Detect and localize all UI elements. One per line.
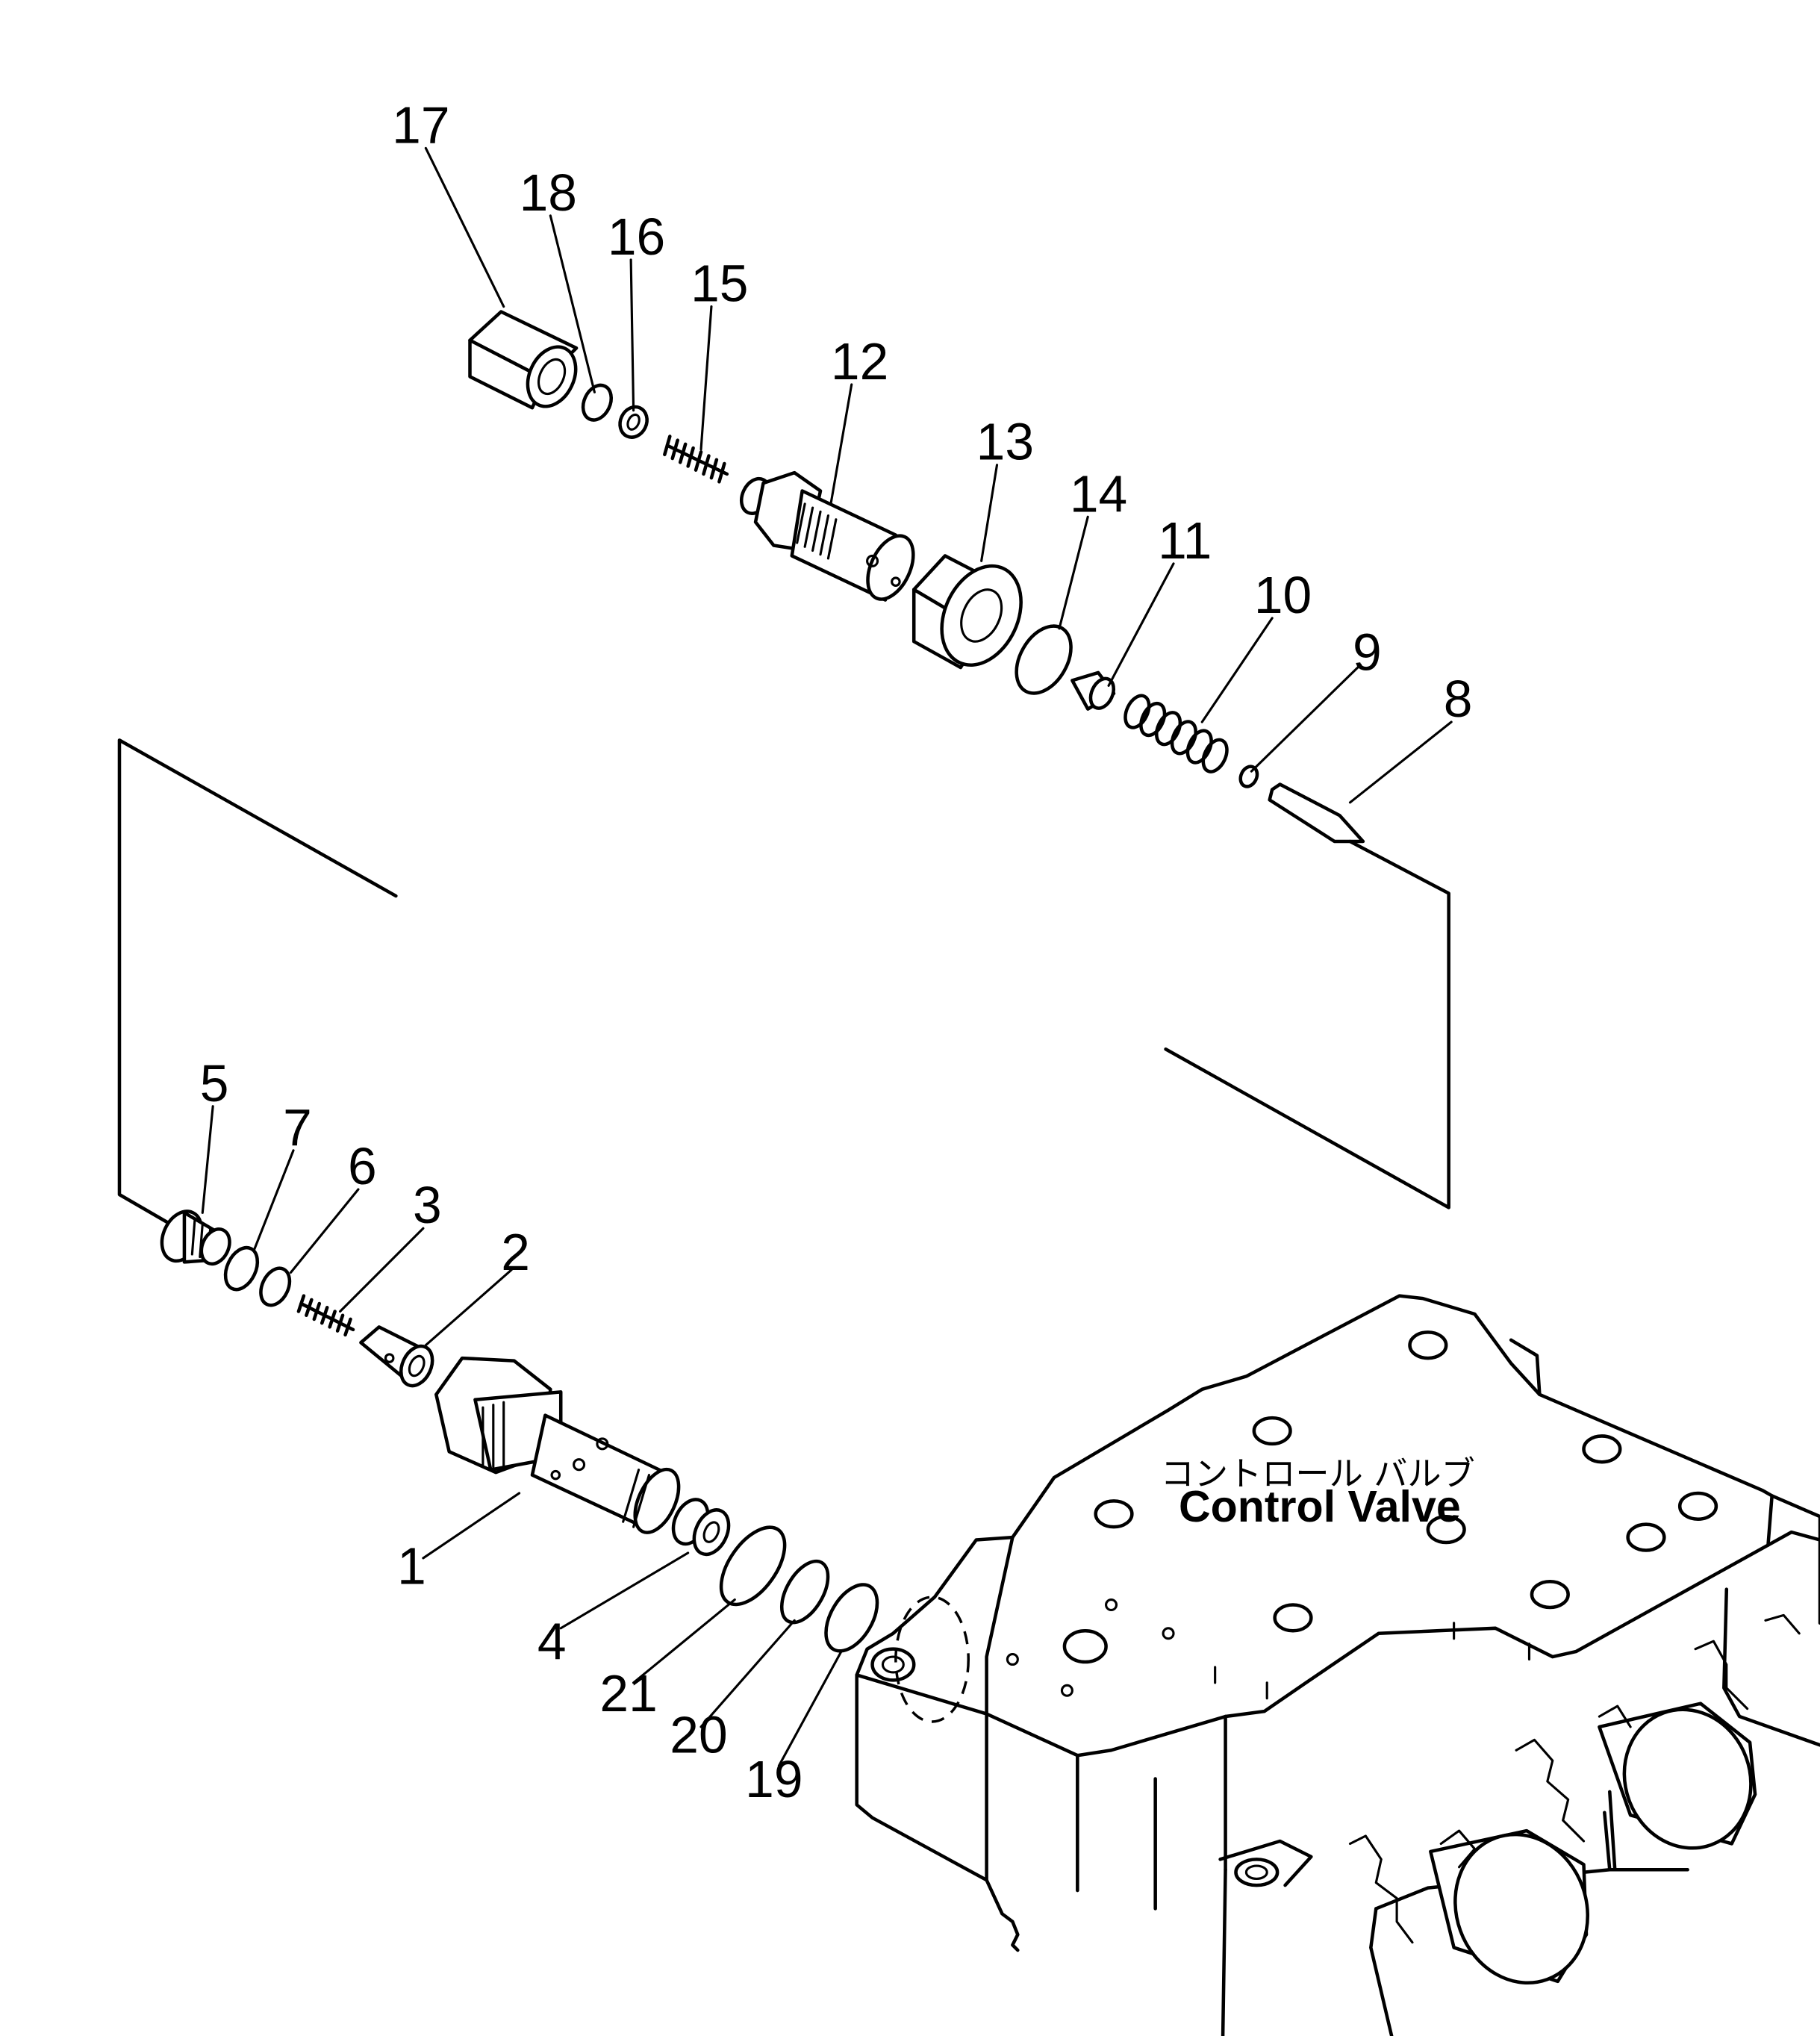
callout-6: 6 <box>348 1137 377 1195</box>
part-10-spring <box>1124 694 1229 773</box>
control-valve-block <box>855 1294 1820 2036</box>
callout-7: 7 <box>283 1098 312 1156</box>
callout-9: 9 <box>1353 623 1382 681</box>
leader-lines <box>201 146 1453 1767</box>
part-1-valve-body <box>434 1356 681 1534</box>
callout-15: 15 <box>691 255 748 313</box>
callout-5: 5 <box>200 1054 229 1112</box>
part-20-o-ring <box>779 1559 830 1625</box>
part-15-screw <box>663 435 729 484</box>
part-16-nut <box>618 405 649 439</box>
part-19-o-ring <box>824 1583 879 1653</box>
assembly-bracket-lines <box>117 738 1450 1225</box>
part-17-cap-nut <box>468 310 579 410</box>
component-label-jp: コントロール バルブ <box>1161 1454 1475 1494</box>
callout-21: 21 <box>599 1664 657 1722</box>
callout-11: 11 <box>1158 511 1212 570</box>
callout-4: 4 <box>537 1613 567 1671</box>
part-12-valve-body <box>739 470 915 602</box>
part-9-washer <box>1238 765 1259 788</box>
callout-2: 2 <box>501 1223 530 1281</box>
callout-20: 20 <box>670 1706 727 1764</box>
callout-10: 10 <box>1254 566 1312 624</box>
part-14-o-ring <box>1015 624 1073 695</box>
callout-17: 17 <box>392 96 449 154</box>
part-18-o-ring <box>581 383 613 422</box>
callout-numbers: 17 18 16 15 12 13 14 11 10 9 8 5 7 6 3 2… <box>200 96 1473 1808</box>
callout-14: 14 <box>1070 464 1127 523</box>
part-2-piston <box>359 1325 434 1388</box>
part-7-o-ring <box>223 1245 260 1292</box>
callout-1: 1 <box>397 1537 426 1596</box>
part-21-o-ring <box>719 1525 787 1607</box>
part-3-spring <box>296 1294 355 1337</box>
callout-19: 19 <box>745 1750 803 1808</box>
callout-13: 13 <box>976 413 1034 471</box>
part-13-lock-nut <box>911 554 1023 670</box>
callout-16: 16 <box>608 208 665 266</box>
callout-3: 3 <box>413 1176 442 1234</box>
callout-8: 8 <box>1444 670 1473 728</box>
callout-12: 12 <box>831 332 888 390</box>
component-label-en: Control Valve <box>1179 1481 1461 1531</box>
part-5-plug <box>160 1210 231 1266</box>
part-6-o-ring <box>259 1266 292 1307</box>
callout-18: 18 <box>520 164 577 222</box>
part-8-poppet <box>1268 782 1365 844</box>
part-4-seat <box>671 1498 731 1557</box>
